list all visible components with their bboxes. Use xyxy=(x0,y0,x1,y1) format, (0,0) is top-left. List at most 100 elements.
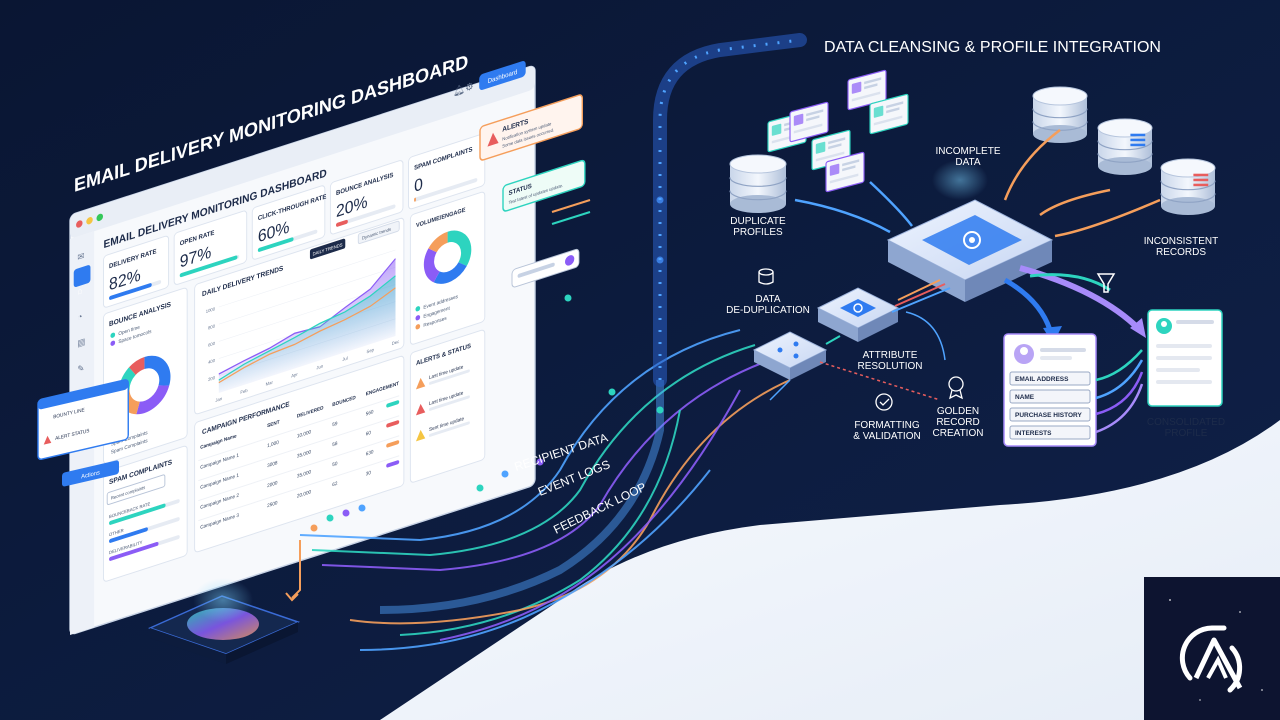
sidebar-item-active[interactable] xyxy=(73,264,91,288)
golden-record-label: GOLDEN xyxy=(937,406,979,417)
message-icon[interactable]: ✎ xyxy=(77,362,84,374)
donut-segment-2 xyxy=(423,248,440,283)
chart-icon[interactable]: ▤ xyxy=(77,336,85,349)
consolidated-bar-4 xyxy=(1156,368,1200,372)
alert-warning-icon xyxy=(415,377,426,390)
legend-dot-purple xyxy=(110,340,116,346)
settings-icon[interactable]: ⚙ xyxy=(465,81,473,95)
consolidated-bar-3 xyxy=(1156,356,1212,360)
card-line xyxy=(864,83,878,90)
table-cell: 560 xyxy=(366,409,374,418)
engagement-bar xyxy=(386,440,400,448)
base-platform-side-right xyxy=(226,622,298,664)
consolidated-avatar-head xyxy=(1161,321,1167,327)
db-top xyxy=(1160,158,1216,178)
window-maximize-dot[interactable] xyxy=(96,213,104,222)
funnel-icon xyxy=(1096,273,1116,293)
incomplete-data-label: DATA xyxy=(955,157,981,168)
consolidated-profile-label: CONSOLIDATED xyxy=(1147,417,1225,428)
star xyxy=(1261,689,1263,691)
window-close-dot[interactable] xyxy=(76,219,83,228)
award-icon xyxy=(948,376,964,392)
arrow-dup-to-hub xyxy=(794,198,891,234)
profile-field[interactable] xyxy=(1009,389,1091,404)
left-popup-header xyxy=(38,379,129,410)
gear-icon xyxy=(963,231,981,249)
base-platform-side-left xyxy=(150,628,226,664)
actions-button[interactable] xyxy=(62,460,120,487)
profile-card-1 xyxy=(789,101,829,143)
db-stripe xyxy=(1130,138,1146,142)
vertical-pipe-dots xyxy=(658,38,801,380)
donut-segment-1 xyxy=(433,261,467,284)
connector-teal xyxy=(825,335,841,345)
flow-node-6 xyxy=(310,524,318,532)
profile-field[interactable] xyxy=(1009,407,1091,422)
kpi-progress xyxy=(109,283,152,300)
field-arrow-4 xyxy=(1095,383,1144,434)
flow-line-4 xyxy=(399,409,681,636)
field-arrow-3 xyxy=(1095,371,1144,416)
card-line xyxy=(842,159,860,167)
award-ribbon xyxy=(949,389,963,400)
card-line xyxy=(886,107,900,114)
kpi-card-bg xyxy=(329,160,404,235)
consolidated-bar-1 xyxy=(1176,320,1214,324)
grid-line xyxy=(218,266,396,325)
profile-field-label: NAME xyxy=(1015,394,1035,401)
engagement-side-panel xyxy=(409,191,486,345)
db-icon-body xyxy=(758,272,774,285)
mail-icon[interactable]: ✉ xyxy=(77,250,84,262)
y-tick-label: 800 xyxy=(208,323,215,330)
row-divider xyxy=(198,395,400,462)
left-alert-popup: BOUNTY LINE ALERT STATUS xyxy=(37,379,129,460)
logo-arc-right xyxy=(1227,645,1243,693)
card-line xyxy=(815,151,845,162)
db-ring xyxy=(1160,193,1216,203)
profile-card-5 xyxy=(825,151,865,193)
db-right-1 xyxy=(1032,86,1088,143)
validation-badge-icon xyxy=(875,393,893,411)
floating-toggle-knob[interactable] xyxy=(565,254,575,267)
profile-name-bar xyxy=(1040,348,1086,352)
donut-segment-1 xyxy=(136,384,170,415)
integration-title: DATA CLEANSING & PROFILE INTEGRATION xyxy=(824,39,1161,56)
gear-icon-center xyxy=(969,237,975,243)
home-icon[interactable]: ⌂ xyxy=(77,285,82,297)
db-right-3 xyxy=(1160,158,1216,215)
table-cell: 35,000 xyxy=(297,449,311,460)
bell-icon[interactable]: 🔔︎ xyxy=(453,82,465,98)
field-arrow-2 xyxy=(1095,359,1144,400)
left-popup-action[interactable]: Actions xyxy=(62,460,120,487)
avatar-head xyxy=(1020,347,1028,355)
person-icon xyxy=(815,141,826,154)
table-cell: 10,000 xyxy=(297,429,311,440)
connector-red xyxy=(894,283,946,307)
table-cell: 35,000 xyxy=(297,469,311,480)
x-tick-label: Sep xyxy=(367,347,375,355)
kpi-track xyxy=(335,204,396,227)
kpi-card-bg xyxy=(173,210,248,285)
alert-item-bar xyxy=(428,369,470,385)
profile-to-consolidated-arrows xyxy=(1095,349,1144,434)
star xyxy=(1199,699,1201,701)
logo-inner xyxy=(1206,655,1228,679)
bell-icon[interactable]: ◔ xyxy=(77,311,82,323)
connector-golden xyxy=(905,311,946,361)
y-tick-label: 400 xyxy=(208,358,215,365)
grid-line xyxy=(218,249,396,308)
window-minimize-dot[interactable] xyxy=(86,216,93,225)
profile-field[interactable] xyxy=(1009,425,1091,440)
profile-field-label: INTERESTS xyxy=(1015,430,1052,437)
profile-field[interactable] xyxy=(1009,371,1091,386)
card-line xyxy=(864,77,882,85)
kpi-progress xyxy=(257,237,294,252)
chip2-screen xyxy=(840,299,876,317)
dashboard-button[interactable] xyxy=(479,60,526,91)
trend-dropdown[interactable] xyxy=(357,220,400,245)
table-cell: 2000 xyxy=(267,480,278,489)
flow-node-2 xyxy=(656,406,664,414)
card-line xyxy=(851,91,881,102)
series-area-1 xyxy=(218,275,396,393)
